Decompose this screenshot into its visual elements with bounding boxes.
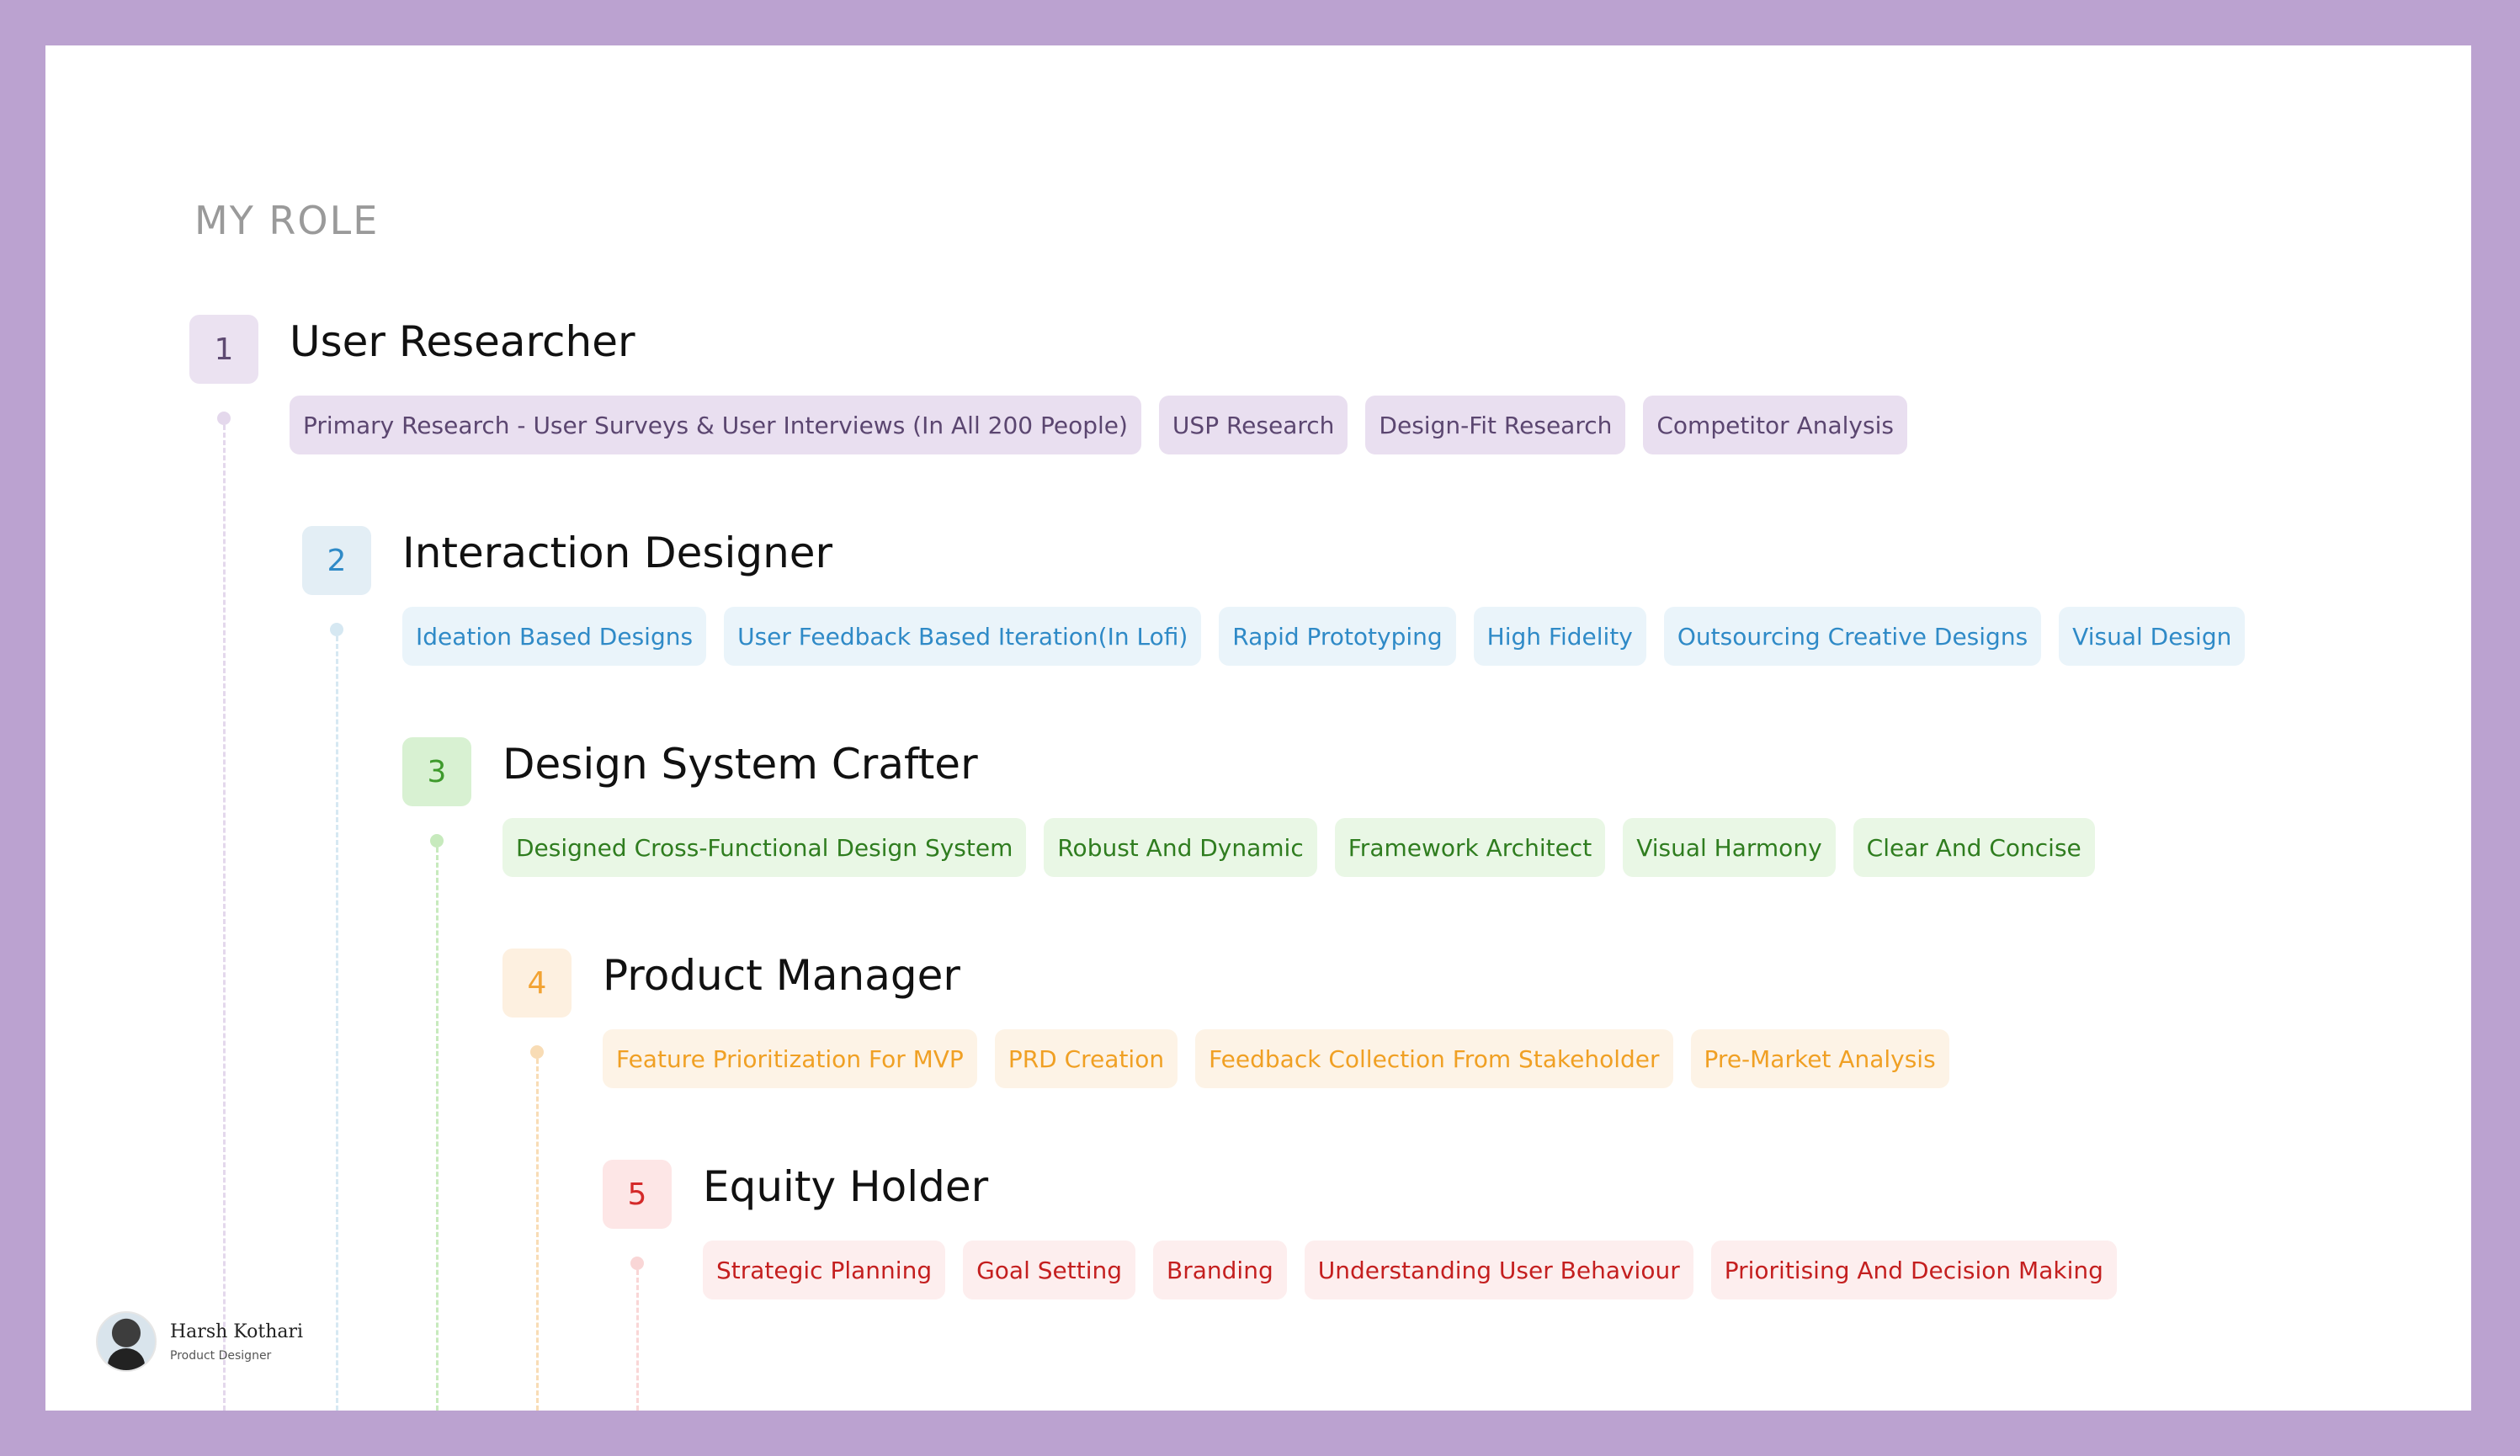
role-tag: Feature Prioritization For MVP <box>603 1029 977 1088</box>
role-tag: Primary Research - User Surveys & User I… <box>290 396 1141 454</box>
role-tags: Strategic Planning Goal Setting Branding… <box>703 1241 2117 1299</box>
slide-card: MY ROLE 1 User Researcher Primary Resear… <box>45 45 2471 1411</box>
section-title: MY ROLE <box>194 198 380 243</box>
role-tags: Designed Cross-Functional Design System … <box>502 818 2095 877</box>
role-tag: Ideation Based Designs <box>402 607 707 666</box>
role-title: Product Manager <box>603 951 960 1000</box>
timeline-dot <box>430 834 444 848</box>
role-tag: Design-Fit Research <box>1365 396 1626 454</box>
role-number-badge: 4 <box>502 949 572 1018</box>
timeline-dot <box>630 1257 644 1270</box>
role-tags: Primary Research - User Surveys & User I… <box>290 396 1907 454</box>
role-tag: Strategic Planning <box>703 1241 946 1299</box>
timeline-line <box>435 848 439 1411</box>
role-tag: Branding <box>1153 1241 1287 1299</box>
role-tag: Robust And Dynamic <box>1044 818 1317 877</box>
role-tag: Feedback Collection From Stakeholder <box>1195 1029 1673 1088</box>
role-tag: Clear And Concise <box>1853 818 2095 877</box>
timeline-line <box>535 1059 539 1411</box>
role-tag: High Fidelity <box>1473 607 1646 666</box>
role-title: Equity Holder <box>703 1162 989 1211</box>
author-role: Product Designer <box>170 1348 272 1363</box>
role-tag: Designed Cross-Functional Design System <box>502 818 1027 877</box>
timeline-line <box>335 636 338 1411</box>
role-tag: Prioritising And Decision Making <box>1710 1241 2117 1299</box>
role-tag: Understanding User Behaviour <box>1304 1241 1693 1299</box>
timeline-dot <box>530 1045 544 1059</box>
role-tag: Visual Harmony <box>1623 818 1836 877</box>
timeline-line <box>222 425 226 1411</box>
role-tag: PRD Creation <box>994 1029 1178 1088</box>
role-tag: Rapid Prototyping <box>1219 607 1456 666</box>
timeline-dot <box>330 623 343 636</box>
role-tag: USP Research <box>1158 396 1348 454</box>
role-number-badge: 3 <box>402 737 471 806</box>
role-title: User Researcher <box>290 317 635 366</box>
role-tag: User Feedback Based Iteration(In Lofi) <box>724 607 1202 666</box>
role-tag: Pre-Market Analysis <box>1690 1029 1949 1088</box>
role-title: Design System Crafter <box>502 740 978 789</box>
author-card: Harsh Kothari Product Designer <box>96 1311 303 1372</box>
author-name: Harsh Kothari <box>170 1320 304 1342</box>
role-tag: Outsourcing Creative Designs <box>1663 607 2042 666</box>
role-tag: Framework Architect <box>1334 818 1606 877</box>
role-number-badge: 5 <box>603 1160 672 1229</box>
role-tag: Goal Setting <box>963 1241 1136 1299</box>
role-tags: Ideation Based Designs User Feedback Bas… <box>402 607 2246 666</box>
timeline-dot <box>217 412 231 425</box>
role-tag: Visual Design <box>2059 607 2246 666</box>
role-tag: Competitor Analysis <box>1643 396 1907 454</box>
avatar <box>96 1311 157 1372</box>
role-tags: Feature Prioritization For MVP PRD Creat… <box>603 1029 1949 1088</box>
role-number-badge: 2 <box>302 526 371 595</box>
role-title: Interaction Designer <box>402 529 833 577</box>
role-number-badge: 1 <box>189 315 258 384</box>
timeline-line <box>635 1270 639 1411</box>
